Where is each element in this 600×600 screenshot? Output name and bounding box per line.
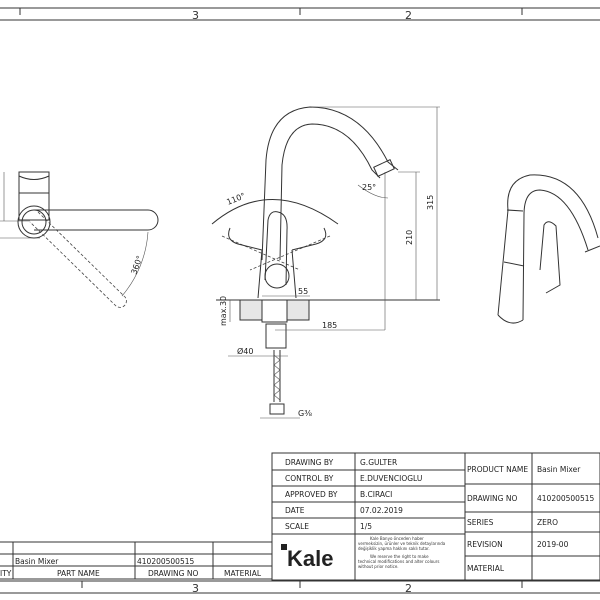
control-by-label: CONTROL BY bbox=[285, 474, 334, 483]
material-label: MATERIAL bbox=[467, 564, 505, 573]
approved-by-label: APPROVED BY bbox=[285, 490, 338, 499]
product-name-label: PRODUCT NAME bbox=[467, 465, 528, 474]
revision-value: 2019-00 bbox=[537, 540, 569, 549]
perspective-view bbox=[497, 174, 600, 324]
series-label: SERIES bbox=[467, 518, 494, 527]
svg-text:değişiklik yapma hakkını saklı: değişiklik yapma hakkını saklı tutar. bbox=[358, 546, 430, 551]
header-drawing-no: DRAWING NO bbox=[148, 569, 198, 578]
svg-text:Kale Banyo önceden haber: Kale Banyo önceden haber bbox=[370, 536, 424, 541]
header-material: MATERIAL bbox=[224, 569, 262, 578]
drawing-frame: 3 2 3 2 bbox=[0, 7, 600, 595]
drawing-no-value: 410200500515 bbox=[537, 494, 594, 503]
zone-label: 2 bbox=[405, 582, 412, 595]
header-part-name: PART NAME bbox=[57, 569, 100, 578]
zone-label: 3 bbox=[192, 9, 199, 22]
drawing-by-value: G.GULTER bbox=[360, 458, 397, 467]
series-value: ZERO bbox=[537, 518, 558, 527]
title-block: DRAWING BY G.GULTER CONTROL BY E.DUVENCI… bbox=[271, 452, 600, 581]
product-name-value: Basin Mixer bbox=[537, 465, 581, 474]
height-dimension: 315 bbox=[426, 195, 435, 210]
front-view: 110° 25° 315 210 55 185 max.30 Ø40 G⅜ bbox=[211, 106, 440, 419]
spout-height-dimension: 210 bbox=[405, 230, 414, 245]
scale-label: SCALE bbox=[285, 522, 309, 531]
zone-label: 2 bbox=[405, 9, 412, 22]
reach-dimension: 185 bbox=[322, 321, 337, 330]
approved-by-value: B.CIRACI bbox=[360, 490, 392, 499]
connection-dimension: G⅜ bbox=[298, 409, 312, 418]
diameter-dimension: Ø40 bbox=[237, 346, 253, 356]
kale-logo-mark bbox=[281, 544, 287, 550]
kale-logo: Kale bbox=[287, 546, 333, 571]
svg-text:vermeksizin, ürünler ve teknik: vermeksizin, ürünler ve teknik detayları… bbox=[358, 541, 446, 546]
parts-table: ITY PART NAME DRAWING NO MATERIAL Basin … bbox=[0, 541, 272, 580]
rotation-dimension: 360° bbox=[129, 254, 144, 275]
spout-angle-dimension: 25° bbox=[362, 183, 376, 192]
date-value: 07.02.2019 bbox=[360, 506, 403, 515]
row-drawing-no: 410200500515 bbox=[137, 557, 194, 566]
drawing-no-label: DRAWING NO bbox=[467, 494, 517, 503]
base-width-dimension: 55 bbox=[298, 287, 308, 296]
svg-text:without prior notice.: without prior notice. bbox=[358, 564, 399, 569]
row-part-name: Basin Mixer bbox=[15, 557, 59, 566]
date-label: DATE bbox=[285, 506, 305, 515]
scale-value: 1/5 bbox=[360, 522, 372, 531]
header-quantity: ITY bbox=[0, 569, 12, 578]
zone-label: 3 bbox=[192, 582, 199, 595]
max-thickness-dimension: max.30 bbox=[219, 296, 228, 326]
drawing-by-label: DRAWING BY bbox=[285, 458, 334, 467]
revision-label: REVISION bbox=[467, 540, 503, 549]
control-by-value: E.DUVENCIOGLU bbox=[360, 474, 422, 483]
top-view: 360° bbox=[0, 171, 159, 308]
svg-text:We reserve the right to make: We reserve the right to make bbox=[370, 554, 429, 559]
notice-text: Kale Banyo önceden haber vermeksizin, ür… bbox=[358, 536, 446, 569]
svg-text:technical modifications and al: technical modifications and alter colour… bbox=[358, 559, 439, 564]
